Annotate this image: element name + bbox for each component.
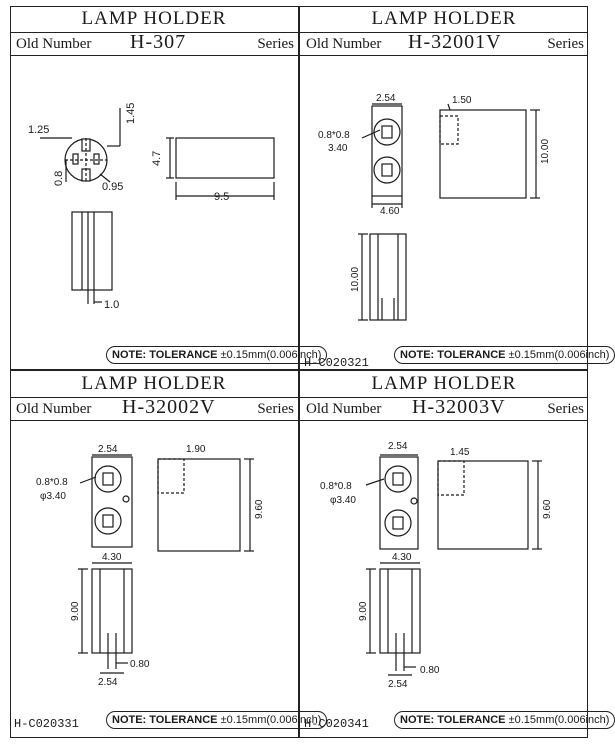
part-drawing: 2.54 1.50 0.8*0.8 3.40 4.60 10.00 10.00 [318, 93, 551, 321]
dim-label: 2.54 [376, 93, 396, 104]
series-label: Series [547, 401, 584, 417]
dim-label: 0.8 [53, 171, 65, 186]
drawing-code: H-C020331 [14, 717, 79, 731]
side-view [166, 137, 275, 200]
series-label: Series [257, 36, 294, 52]
dim-label: 1.90 [186, 444, 206, 455]
part-drawing: 2.54 1.90 0.8*0.8 φ3.40 9.60 4.30 9.00 0 [36, 444, 265, 688]
dim-label: 0.80 [420, 665, 440, 676]
note-value: ±0.15mm(0.006inch) [220, 714, 322, 726]
note-value: ±0.15mm(0.006inch) [220, 349, 322, 361]
old-number-label: Old Number [16, 36, 92, 52]
top-view [79, 454, 133, 548]
dim-label: 10.00 [350, 267, 361, 292]
note-prefix: NOTE: TOLERANCE [112, 714, 218, 726]
side-view [437, 460, 542, 550]
panel-subtitle: Old Number H-32002V Series [10, 396, 298, 421]
panel-title: LAMP HOLDER [371, 373, 517, 394]
dim-label: 9.00 [358, 601, 369, 621]
front-view [71, 211, 113, 304]
panel-h-307: LAMP HOLDER Old Number H-307 Series 1.25… [10, 6, 328, 369]
dim-label: φ3.40 [40, 491, 66, 502]
panel-subtitle: Old Number H-32003V Series [300, 396, 588, 421]
dim-label: 4.30 [102, 552, 122, 563]
panel-title: LAMP HOLDER [81, 8, 227, 29]
dim-label: 0.95 [102, 181, 123, 193]
dim-label: 9.60 [254, 499, 265, 519]
note-prefix: NOTE: TOLERANCE [112, 349, 218, 361]
dim-label: 2.54 [98, 444, 118, 455]
tolerance-note: NOTE: TOLERANCE ±0.15mm(0.006inch) [394, 346, 615, 364]
panel-title: LAMP HOLDER [371, 8, 517, 29]
dim-label: φ3.40 [330, 495, 356, 506]
panel-subtitle: Old Number H-307 Series [10, 31, 298, 56]
top-view [40, 108, 121, 183]
dim-label: 1.25 [28, 124, 49, 136]
part-number: H-32002V [122, 396, 216, 418]
dim-label: 1.50 [452, 95, 472, 106]
dim-label: 0.80 [130, 659, 150, 670]
note-value: ±0.15mm(0.006inch) [508, 714, 610, 726]
part-number: H-32001V [408, 31, 502, 53]
drawing-code: H-C020321 [304, 356, 369, 370]
dim-label: 10.00 [540, 139, 551, 164]
dim-label: 3.40 [328, 143, 348, 154]
old-number-label: Old Number [306, 401, 382, 417]
panel-h-32001v: LAMP HOLDER Old Number H-32001V Series 2… [300, 6, 615, 370]
tolerance-note: NOTE: TOLERANCE ±0.15mm(0.006inch) [394, 711, 615, 729]
tolerance-note: NOTE: TOLERANCE ±0.15mm(0.006inch) [106, 711, 328, 729]
dim-label: 0.8*0.8 [318, 130, 350, 141]
dim-label: 9.60 [542, 499, 553, 519]
part-drawing: 2.54 1.45 0.8*0.8 φ3.40 9.60 4.30 9.00 0 [320, 441, 553, 690]
drawing-code: H-C020341 [304, 717, 369, 731]
dim-label: 2.54 [388, 679, 408, 690]
part-number: H-32003V [412, 396, 506, 418]
panel-h-32003v: LAMP HOLDER Old Number H-32003V Series 2… [300, 371, 615, 738]
horizontal-divider [10, 369, 588, 371]
panel-title: LAMP HOLDER [81, 373, 227, 394]
top-view [365, 454, 419, 550]
old-number-label: Old Number [306, 36, 382, 52]
dim-label: 9.00 [70, 601, 81, 621]
dim-label: 0.8*0.8 [320, 481, 352, 492]
dim-label: 2.54 [98, 677, 118, 688]
dim-label: 4.60 [380, 206, 400, 217]
series-label: Series [257, 401, 294, 417]
note-value: ±0.15mm(0.006inch) [508, 349, 610, 361]
tolerance-note: NOTE: TOLERANCE ±0.15mm(0.006inch) [106, 346, 328, 364]
top-view [361, 103, 403, 208]
panel-subtitle: Old Number H-32001V Series [300, 31, 588, 56]
front-view [78, 562, 133, 674]
dim-label: 9.5 [214, 191, 229, 203]
note-prefix: NOTE: TOLERANCE [400, 349, 506, 361]
old-number-label: Old Number [16, 401, 92, 417]
side-view [439, 103, 540, 199]
panel-h-32002v: LAMP HOLDER Old Number H-32002V Series 2… [10, 371, 328, 738]
front-view [366, 562, 421, 676]
dim-label: 4.7 [151, 151, 163, 166]
dim-label: 0.8*0.8 [36, 477, 68, 488]
front-view [358, 233, 407, 321]
part-number: H-307 [130, 31, 187, 53]
dim-label: 1.0 [104, 299, 119, 311]
dim-label: 4.30 [392, 552, 412, 563]
vertical-divider [298, 6, 300, 738]
dim-label: 1.45 [125, 103, 137, 124]
side-view [157, 458, 254, 552]
note-prefix: NOTE: TOLERANCE [400, 714, 506, 726]
part-drawing: 1.25 1.45 0.8 0.95 4.7 9.5 1.0 [28, 103, 275, 311]
series-label: Series [547, 36, 584, 52]
dim-label: 1.45 [450, 447, 470, 458]
dim-label: 2.54 [388, 441, 408, 452]
